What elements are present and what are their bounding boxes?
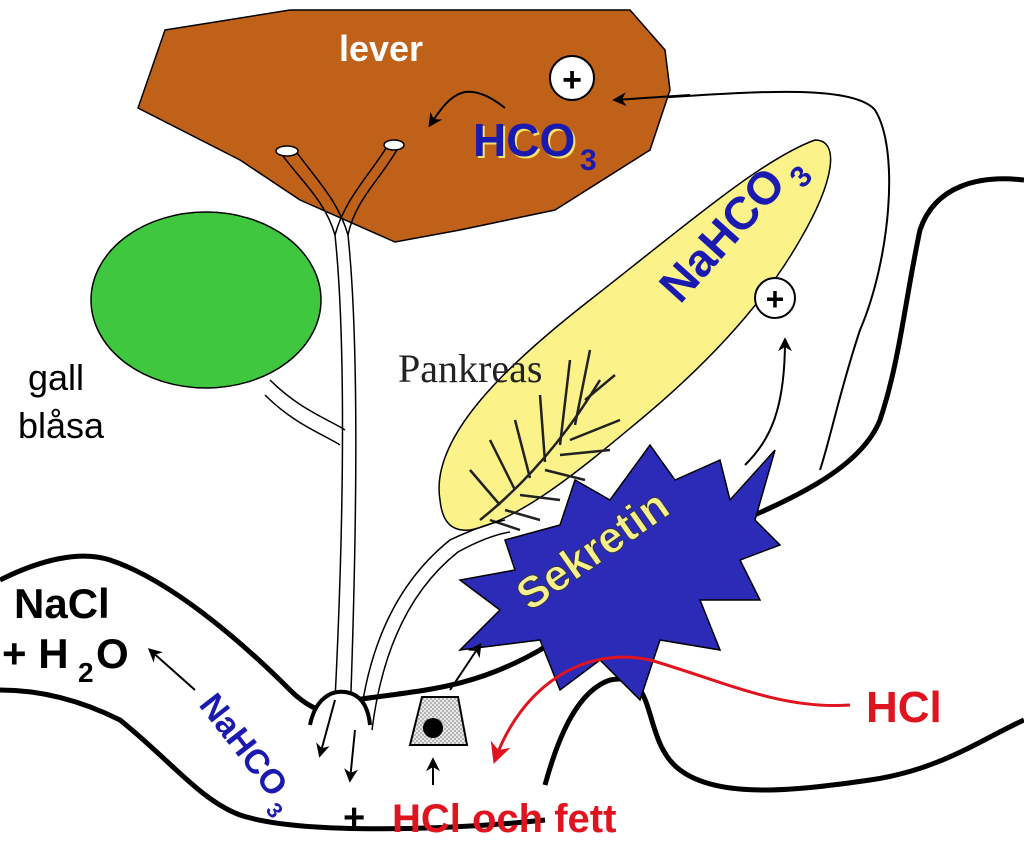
stomach-outline-lower xyxy=(542,676,1024,793)
arrow-to-nacl xyxy=(147,648,196,691)
s-cell-nucleus xyxy=(423,718,443,738)
bile-ducts xyxy=(264,141,511,731)
stomach-outline-upper xyxy=(354,176,1024,703)
pancreas-capsule-outline xyxy=(619,90,891,471)
hcl-fat-label: HCl och fett xyxy=(392,797,616,841)
pancreas-plus-symbol: + xyxy=(766,281,785,317)
bile-into-duodenum-arrow xyxy=(316,699,336,758)
svg-text:HCO: HCO xyxy=(475,116,577,168)
svg-text:O: O xyxy=(96,630,129,677)
pancreas-label: Pankreas xyxy=(398,346,542,391)
hco3-label: HCO HCO 3 xyxy=(473,114,597,177)
s-cell-to-secretin-arrow xyxy=(449,642,482,691)
pancreatic-duct-branches xyxy=(469,349,621,532)
liver-bile-arrow xyxy=(428,90,506,128)
pancreas-shape xyxy=(438,139,832,531)
svg-text:3: 3 xyxy=(580,144,597,177)
nahco3-duodenum-label: NaHCO 3 xyxy=(192,687,295,823)
gallbladder-label-line1: gall xyxy=(28,357,84,398)
secretin-star xyxy=(457,443,782,702)
pancreatic-juice-into-duodenum-arrow xyxy=(344,729,359,783)
gallbladder-shape xyxy=(90,211,322,389)
liver-label: lever xyxy=(339,28,423,69)
secretin-to-pancreas-arrow xyxy=(744,337,792,466)
h2o-label: + H 2 O xyxy=(2,630,129,688)
hcl-arrow xyxy=(490,655,851,764)
liver-plus-symbol: + xyxy=(562,61,582,99)
gallbladder-label-line2: blåsa xyxy=(18,405,105,446)
svg-text:+ H: + H xyxy=(2,630,69,677)
hcl-label: HCl xyxy=(866,683,942,732)
svg-text:NaHCO: NaHCO xyxy=(192,687,295,804)
svg-text:HCO: HCO xyxy=(473,114,575,166)
papilla xyxy=(308,689,372,726)
duodenum-outline-upper xyxy=(0,553,331,715)
liver-plus-circle xyxy=(549,55,595,101)
pancreas-plus-circle xyxy=(754,277,796,319)
duct-end-left xyxy=(275,145,299,157)
duodenum-plus: + xyxy=(343,797,365,839)
duct-end-right xyxy=(383,139,405,151)
svg-text:2: 2 xyxy=(78,657,94,688)
duodenum-outline-lower xyxy=(0,687,546,832)
nacl-label: NaCl xyxy=(14,580,110,627)
arrow-to-liver-plus xyxy=(612,92,691,107)
liver-shape xyxy=(137,9,671,243)
